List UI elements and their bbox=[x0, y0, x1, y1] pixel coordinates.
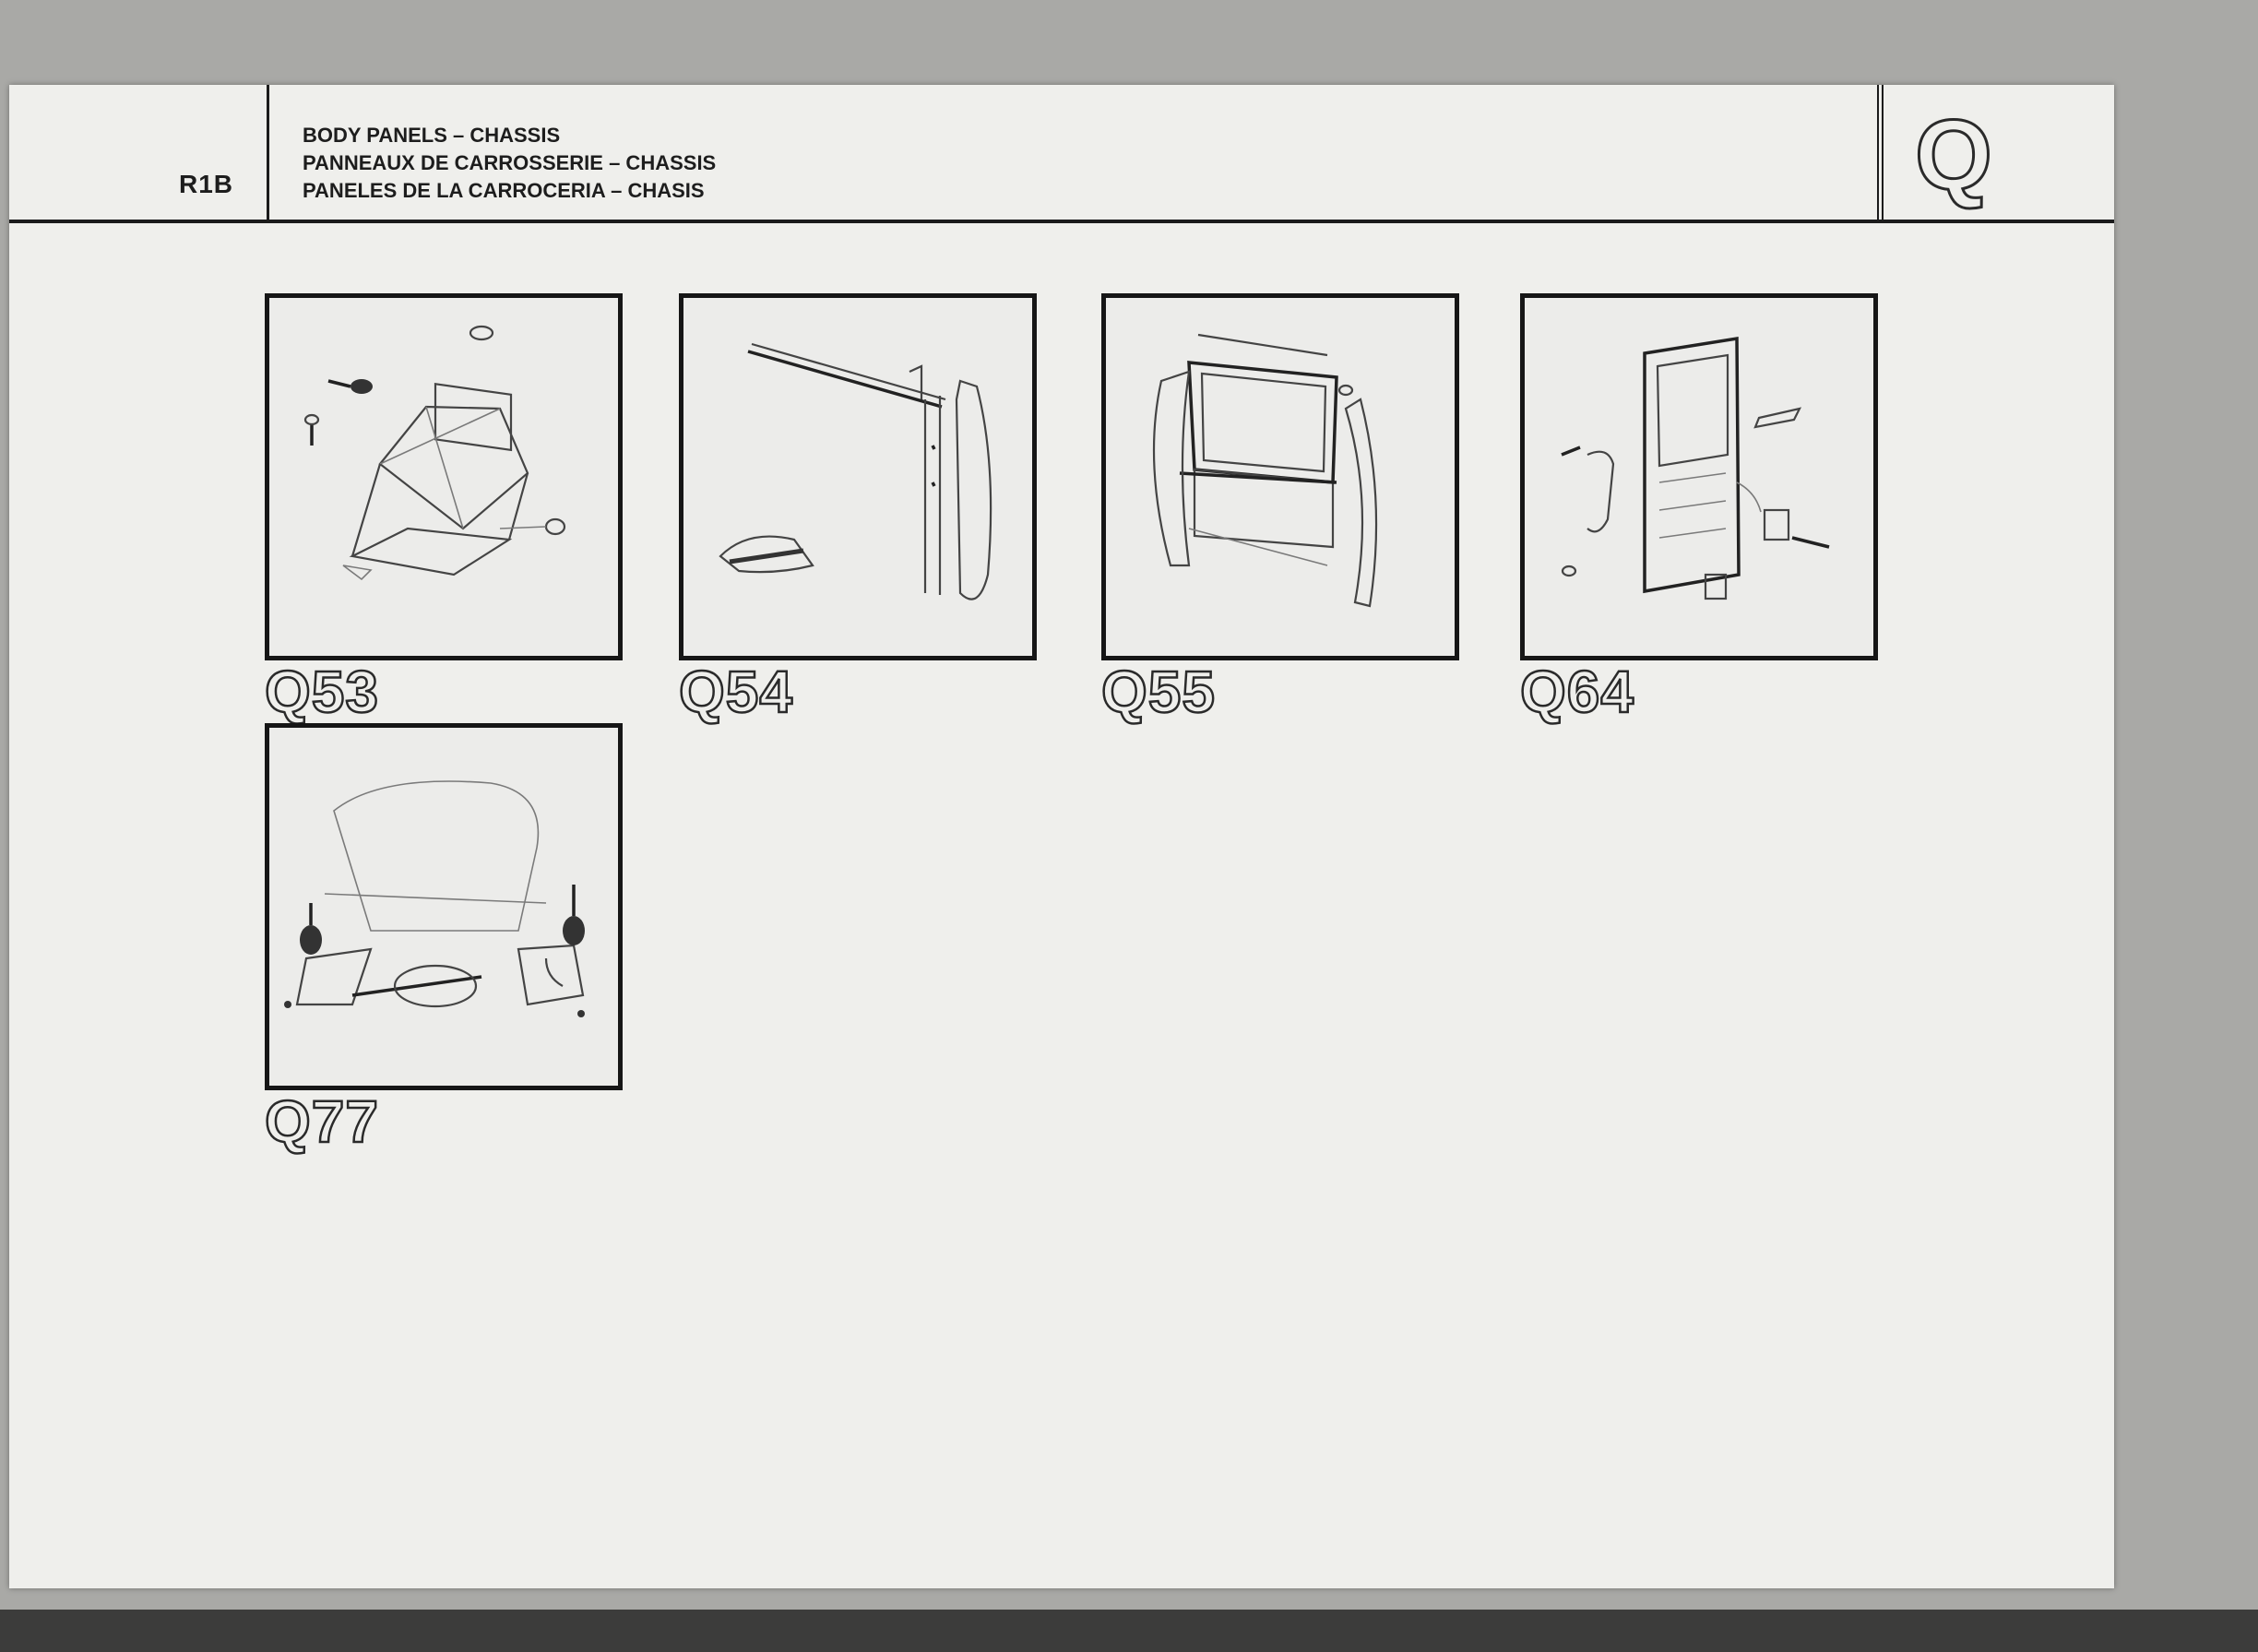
tile-q64[interactable]: Q64 bbox=[1519, 293, 1878, 725]
q55-label[interactable]: Q55 bbox=[1100, 659, 1216, 725]
model-cell: R1B bbox=[9, 85, 269, 220]
q77-label[interactable]: Q77 bbox=[264, 1088, 379, 1155]
tile-q54[interactable]: Q54 bbox=[678, 293, 1037, 725]
q64-label[interactable]: Q64 bbox=[1519, 659, 1634, 725]
q55-thumbnail[interactable] bbox=[1101, 293, 1459, 660]
title-english: BODY PANELS – CHASSIS bbox=[303, 124, 561, 147]
tile-q77[interactable]: Q77 bbox=[264, 723, 623, 1155]
q55-illustration bbox=[1152, 333, 1378, 608]
scan-bottom-edge bbox=[0, 1610, 2258, 1652]
tile-q55[interactable]: Q55 bbox=[1100, 293, 1459, 725]
q53-label[interactable]: Q53 bbox=[264, 659, 379, 725]
title-spanish: PANELES DE LA CARROCERIA – CHASIS bbox=[303, 179, 705, 202]
section-letter: Q bbox=[1913, 99, 1993, 210]
q77-illustration bbox=[284, 780, 585, 1017]
q53-thumbnail[interactable] bbox=[265, 293, 623, 660]
page-header: R1B BODY PANELS – CHASSIS PANNEAUX DE CA… bbox=[9, 85, 2114, 223]
model-code: R1B bbox=[178, 170, 233, 198]
q64-thumbnail[interactable] bbox=[1520, 293, 1878, 660]
tile-q53[interactable]: Q53 bbox=[264, 293, 623, 725]
title-french: PANNEAUX DE CARROSSERIE – CHASSIS bbox=[303, 151, 717, 174]
title-cell: BODY PANELS – CHASSIS PANNEAUX DE CARROS… bbox=[272, 85, 1877, 220]
section-cell: Q bbox=[1877, 85, 2114, 220]
q53-illustration bbox=[303, 325, 566, 581]
q77-thumbnail[interactable] bbox=[265, 723, 623, 1090]
q54-thumbnail[interactable] bbox=[679, 293, 1037, 660]
q54-label[interactable]: Q54 bbox=[678, 659, 793, 725]
q54-illustration bbox=[719, 342, 992, 600]
q64-illustration bbox=[1561, 336, 1830, 600]
catalog-sheet: R1B BODY PANELS – CHASSIS PANNEAUX DE CA… bbox=[9, 85, 2114, 1588]
